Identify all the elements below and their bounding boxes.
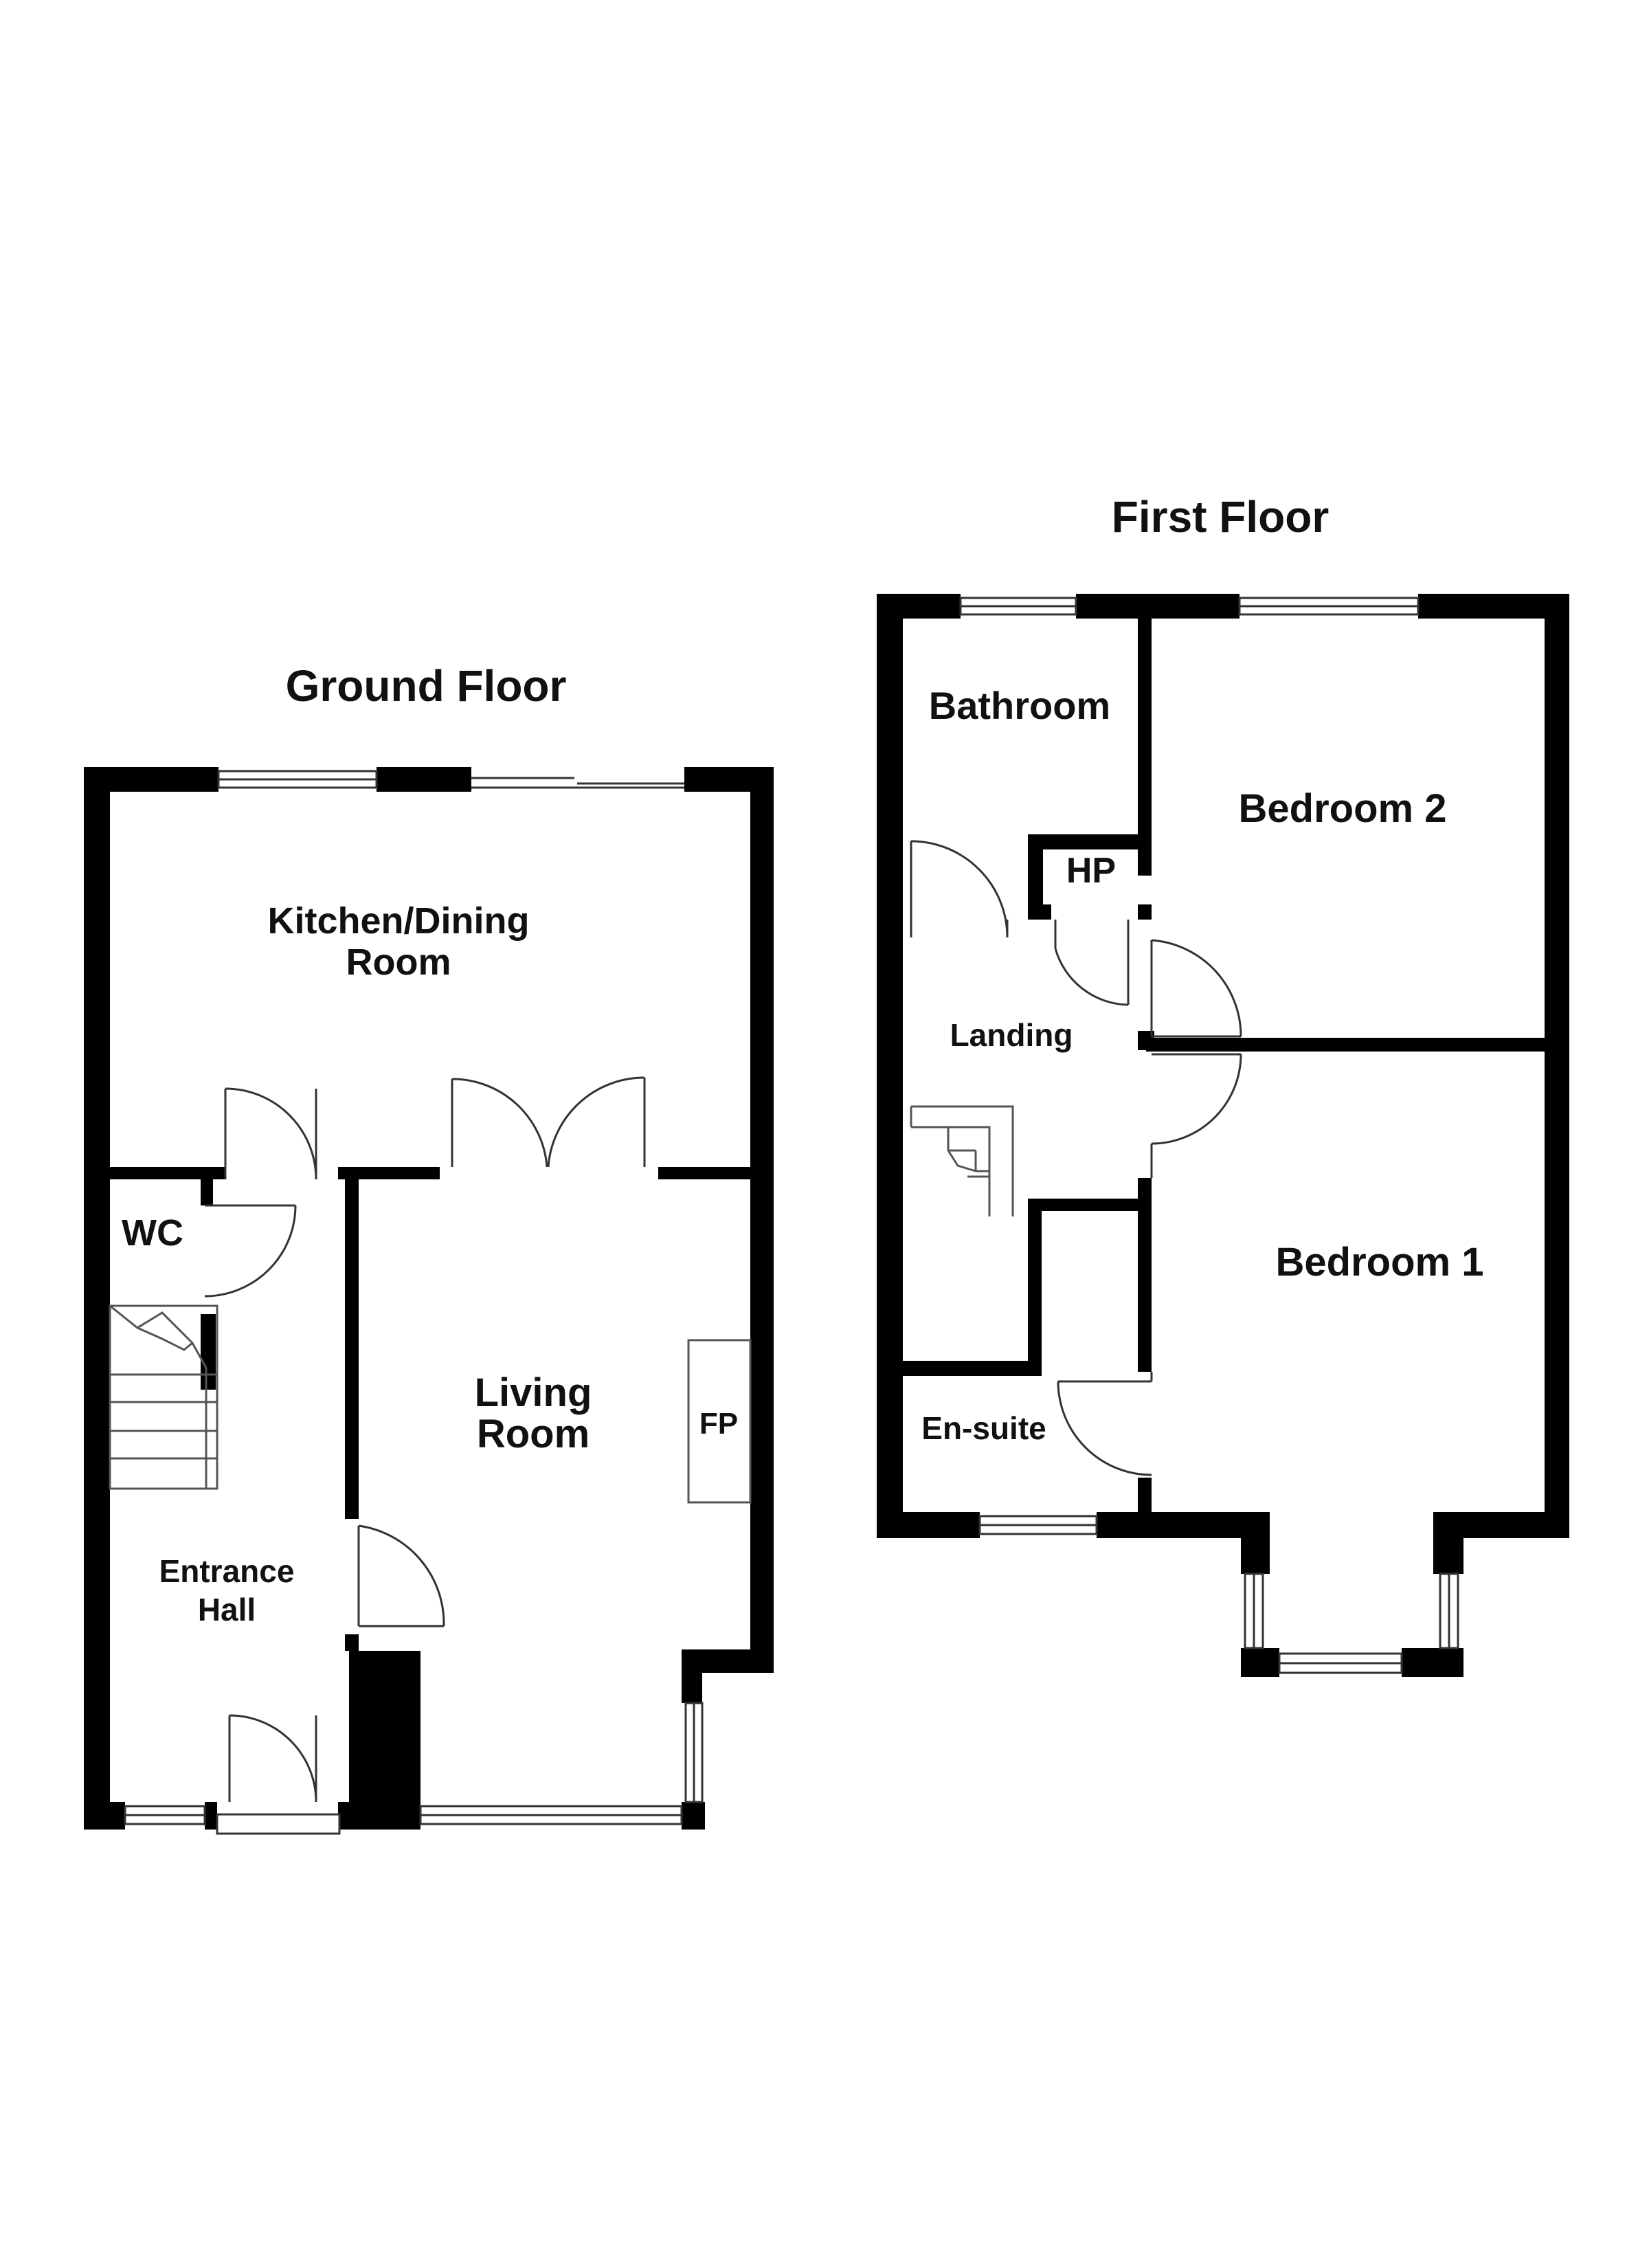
first-floor-staircase	[910, 1105, 1014, 1216]
ground-floor-staircase	[109, 1304, 218, 1490]
bathroom-label: Bathroom	[929, 684, 1110, 727]
ground-floor-plan	[84, 767, 774, 1835]
first-floor-plan	[877, 594, 1569, 1677]
ground-floor-windows-and-doors	[124, 770, 704, 1835]
wc-label: WC	[122, 1212, 183, 1254]
en-suite-label: En-suite	[921, 1410, 1046, 1446]
room-labels: Kitchen/Dining Room WC Living Room FP En…	[122, 684, 1483, 1627]
first-floor-title: First Floor	[1112, 492, 1329, 542]
first-floor-windows	[959, 597, 1459, 1674]
entrance-hall-label-line1: Entrance	[159, 1553, 295, 1589]
fireplace	[687, 1339, 752, 1504]
bedroom-1-label: Bedroom 1	[1276, 1240, 1484, 1285]
floor-titles: Ground Floor First Floor	[286, 492, 1330, 711]
first-floor-walls	[877, 594, 1569, 1677]
kitchen-dining-label-line2: Room	[346, 942, 451, 983]
ground-floor-walls	[84, 767, 774, 1830]
first-floor-door-swings	[910, 840, 1242, 1476]
ground-floor-title: Ground Floor	[286, 661, 567, 711]
kitchen-dining-label-line1: Kitchen/Dining	[268, 900, 530, 942]
ground-floor-door-swings	[204, 1076, 646, 1803]
entrance-hall-label-line2: Hall	[198, 1592, 256, 1627]
living-room-label-line2: Room	[477, 1412, 590, 1456]
hp-label: HP	[1066, 851, 1116, 891]
living-room-label-line1: Living	[475, 1370, 592, 1415]
landing-label: Landing	[950, 1017, 1073, 1053]
bedroom-2-label: Bedroom 2	[1239, 786, 1447, 831]
fireplace-label: FP	[699, 1407, 738, 1441]
